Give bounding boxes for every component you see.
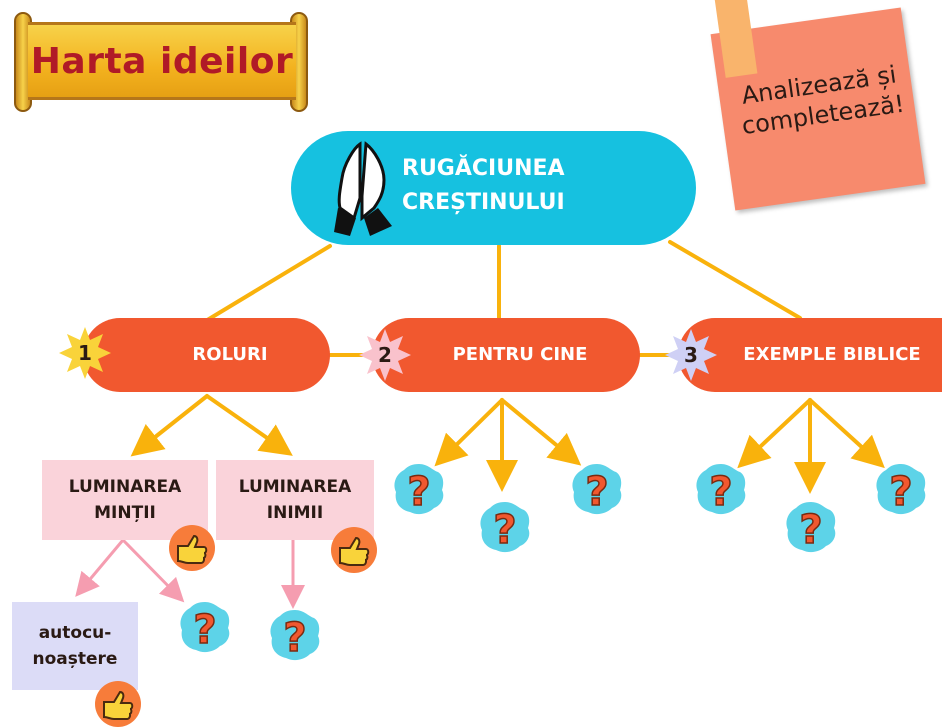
svg-text:?: ? [709,469,732,515]
role-heart-box [216,460,374,540]
svg-text:?: ? [407,469,430,515]
category-for-whom-label: PENTRU CINE [452,344,588,365]
svg-text:?: ? [799,507,822,553]
thumbs-up-icon [95,681,141,727]
category-1-number: 1 [78,341,92,365]
page-title: Harta ideilor [30,40,294,82]
svg-text:?: ? [283,615,306,661]
title-banner: Harta ideilor [28,22,296,100]
main-line-2: CREȘTINULUI [402,190,565,215]
main-topic-label: RUGĂCIUNEA CREȘTINULUI [402,152,622,220]
role-mind-line-2: MINȚII [94,503,156,523]
category-3-badge: 3 [664,328,718,382]
category-2-number: 2 [378,343,392,367]
category-biblical-examples-node [678,318,942,392]
svg-text:?: ? [493,507,516,553]
role-heart-line-2: INIMII [266,503,324,523]
question-mark-icon: ? [394,464,444,516]
category-3-number: 3 [684,343,698,367]
praying-hands-icon [334,141,392,236]
role-mind-box [42,460,208,540]
self-knowledge-line-1: autocu- [38,623,112,643]
category-1-badge: 1 [58,326,112,380]
svg-text:?: ? [193,607,216,653]
question-mark-icon: ? [876,464,926,516]
category-2-badge: 2 [358,328,412,382]
self-knowledge-label: autocu- noaștere [12,620,138,672]
question-mark-icon: ? [786,502,836,554]
role-heart-line-1: LUMINAREA [238,477,352,497]
question-mark-icon: ? [572,464,622,516]
category-biblical-examples-label: EXEMPLE BIBLICE [743,344,921,365]
question-mark-icon: ? [696,464,746,516]
self-knowledge-box [12,602,138,690]
question-mark-icon: ? [270,610,320,662]
role-mind-line-1: LUMINAREA [68,477,182,497]
category-roles-node [83,318,330,392]
category-for-whom-node [372,318,640,392]
main-line-1: RUGĂCIUNEA [402,156,565,181]
role-heart-label: LUMINAREA INIMII [216,474,374,526]
svg-text:?: ? [889,469,912,515]
svg-text:?: ? [585,469,608,515]
category-roles-label: ROLURI [192,344,268,365]
question-mark-icon: ? [180,602,230,654]
thumbs-up-icon [331,527,377,573]
role-mind-label: LUMINAREA MINȚII [42,474,208,526]
question-mark-icon: ? [480,502,530,554]
self-knowledge-line-2: noaștere [32,649,118,669]
thumbs-up-icon [169,525,215,571]
